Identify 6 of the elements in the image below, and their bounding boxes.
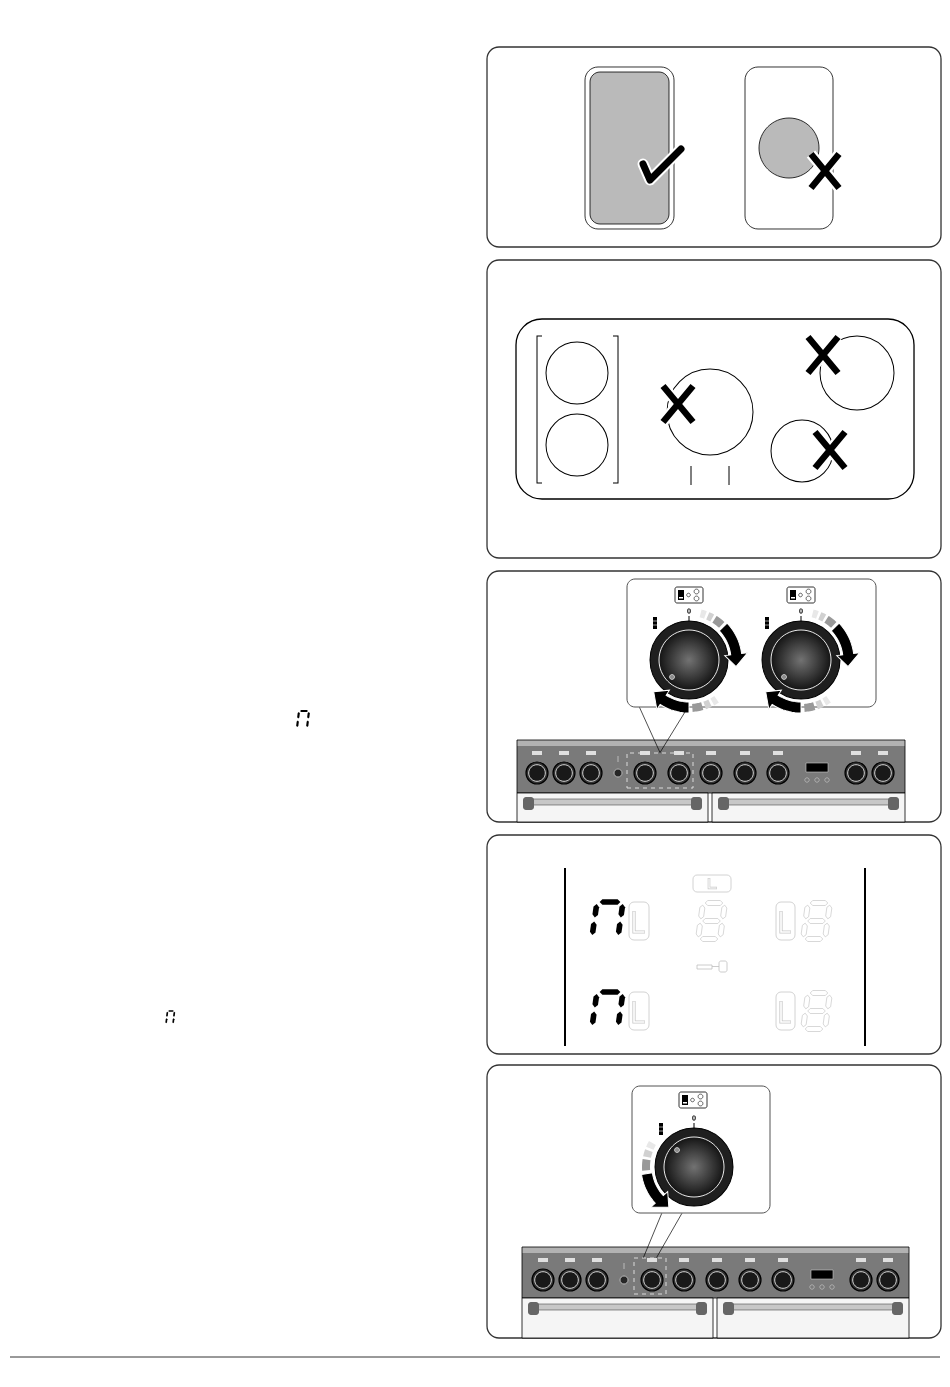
leader-line bbox=[659, 707, 689, 753]
leader-line bbox=[639, 707, 661, 753]
leader-line bbox=[643, 1213, 663, 1258]
leader-line bbox=[656, 1213, 683, 1258]
highlight-box bbox=[633, 1257, 667, 1295]
highlight-box bbox=[626, 752, 694, 789]
